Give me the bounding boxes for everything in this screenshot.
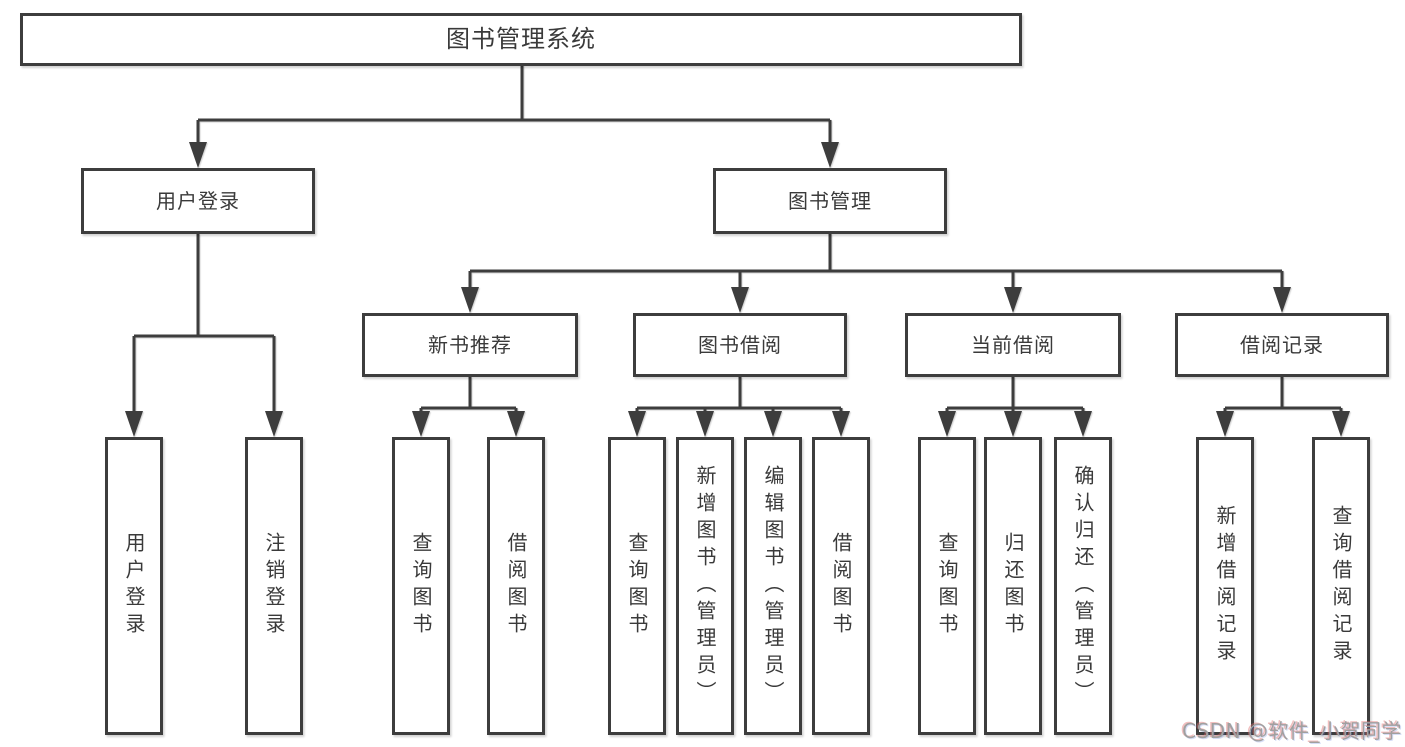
node-root-library-system: 图书管理系统 bbox=[20, 13, 1022, 66]
node-user-login: 用户登录 bbox=[81, 168, 315, 234]
node-leaf-query-books-recommend: 查询图书 bbox=[392, 437, 450, 735]
node-borrow-records: 借阅记录 bbox=[1175, 313, 1389, 377]
connector-new-book-recommend-to-leaves bbox=[412, 377, 525, 437]
connector-current-borrow-to-leaves bbox=[938, 377, 1092, 437]
csdn-watermark: CSDN @软件_小贺同学 bbox=[1182, 719, 1402, 743]
node-leaf-add-borrow-record: 新增借阅记录 bbox=[1196, 437, 1254, 735]
node-leaf-query-borrow-record: 查询借阅记录 bbox=[1312, 437, 1370, 735]
node-new-book-recommend: 新书推荐 bbox=[362, 313, 578, 377]
node-leaf-user-login: 用户登录 bbox=[105, 437, 163, 735]
connector-book-borrow-to-leaves bbox=[628, 377, 850, 437]
node-leaf-query-books-current: 查询图书 bbox=[918, 437, 976, 735]
node-leaf-edit-books-admin: 编辑图书（管理员） bbox=[744, 437, 802, 735]
node-book-borrow: 图书借阅 bbox=[633, 313, 847, 377]
node-leaf-query-books-borrow: 查询图书 bbox=[608, 437, 666, 735]
connector-user-login-to-leaves bbox=[125, 234, 283, 437]
connector-root-to-level2 bbox=[189, 65, 839, 168]
node-leaf-return-books: 归还图书 bbox=[984, 437, 1042, 735]
node-leaf-confirm-return-admin: 确认归还（管理员） bbox=[1054, 437, 1112, 735]
connector-borrow-records-to-leaves bbox=[1216, 377, 1350, 437]
node-leaf-borrow-books-recommend: 借阅图书 bbox=[487, 437, 545, 735]
node-book-management: 图书管理 bbox=[713, 168, 947, 234]
node-leaf-add-books-admin: 新增图书（管理员） bbox=[676, 437, 734, 735]
node-leaf-borrow-books: 借阅图书 bbox=[812, 437, 870, 735]
node-leaf-logout: 注销登录 bbox=[245, 437, 303, 735]
node-current-borrow: 当前借阅 bbox=[905, 313, 1121, 377]
connector-book-management-to-level3 bbox=[461, 234, 1291, 313]
